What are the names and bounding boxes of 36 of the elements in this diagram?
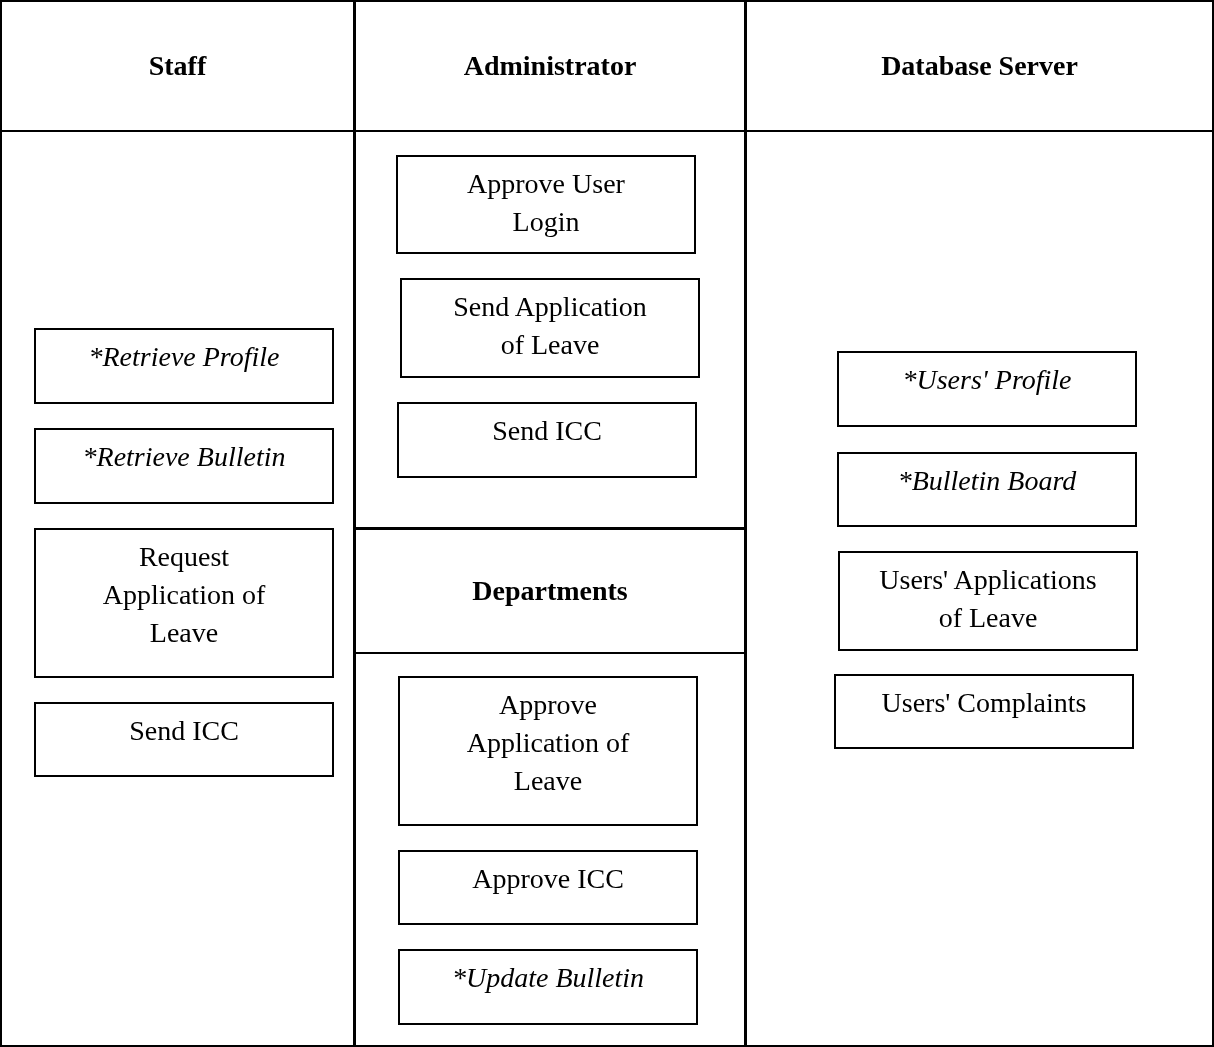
activity-box [398,850,698,925]
activity-label: Send Application of Leave [452,290,648,362]
activity-box [397,402,697,478]
swimlane [745,0,1214,1047]
activity-label: Approve User Login [466,167,626,239]
activity-label: Approve Application of Leave [465,688,631,798]
activity-label: Users' Complaints [881,686,1087,720]
lane-header: Administrator [463,49,637,83]
activity-box [34,428,334,504]
activity-box [398,949,698,1025]
activity-label: *Update Bulletin [451,961,645,995]
activity-label: *Users' Profile [902,363,1072,397]
swimlane [354,528,746,1047]
activity-box [834,674,1134,749]
activity-box [837,351,1137,427]
activity-label: Users' Applications of Leave [878,563,1098,635]
activity-box [398,676,698,826]
activity-label: Send ICC [492,414,602,448]
swimlane [0,0,355,1047]
activity-box [34,328,334,404]
lane-header: Staff [148,49,207,83]
activity-label: *Bulletin Board [897,464,1077,498]
activity-box [34,528,334,678]
activity-label: Send ICC [129,714,239,748]
lane-header: Departments [472,574,628,608]
activity-label: *Retrieve Bulletin [82,440,286,474]
activity-label: Request Application of Leave [101,540,267,650]
activity-label: *Retrieve Profile [88,340,280,374]
activity-box [400,278,700,378]
lane-header: Database Server [881,49,1078,83]
activity-label: Approve ICC [472,862,624,896]
swimlane [354,0,746,529]
activity-box [396,155,696,254]
activity-box [837,452,1137,527]
activity-box [838,551,1138,651]
activity-box [34,702,334,777]
